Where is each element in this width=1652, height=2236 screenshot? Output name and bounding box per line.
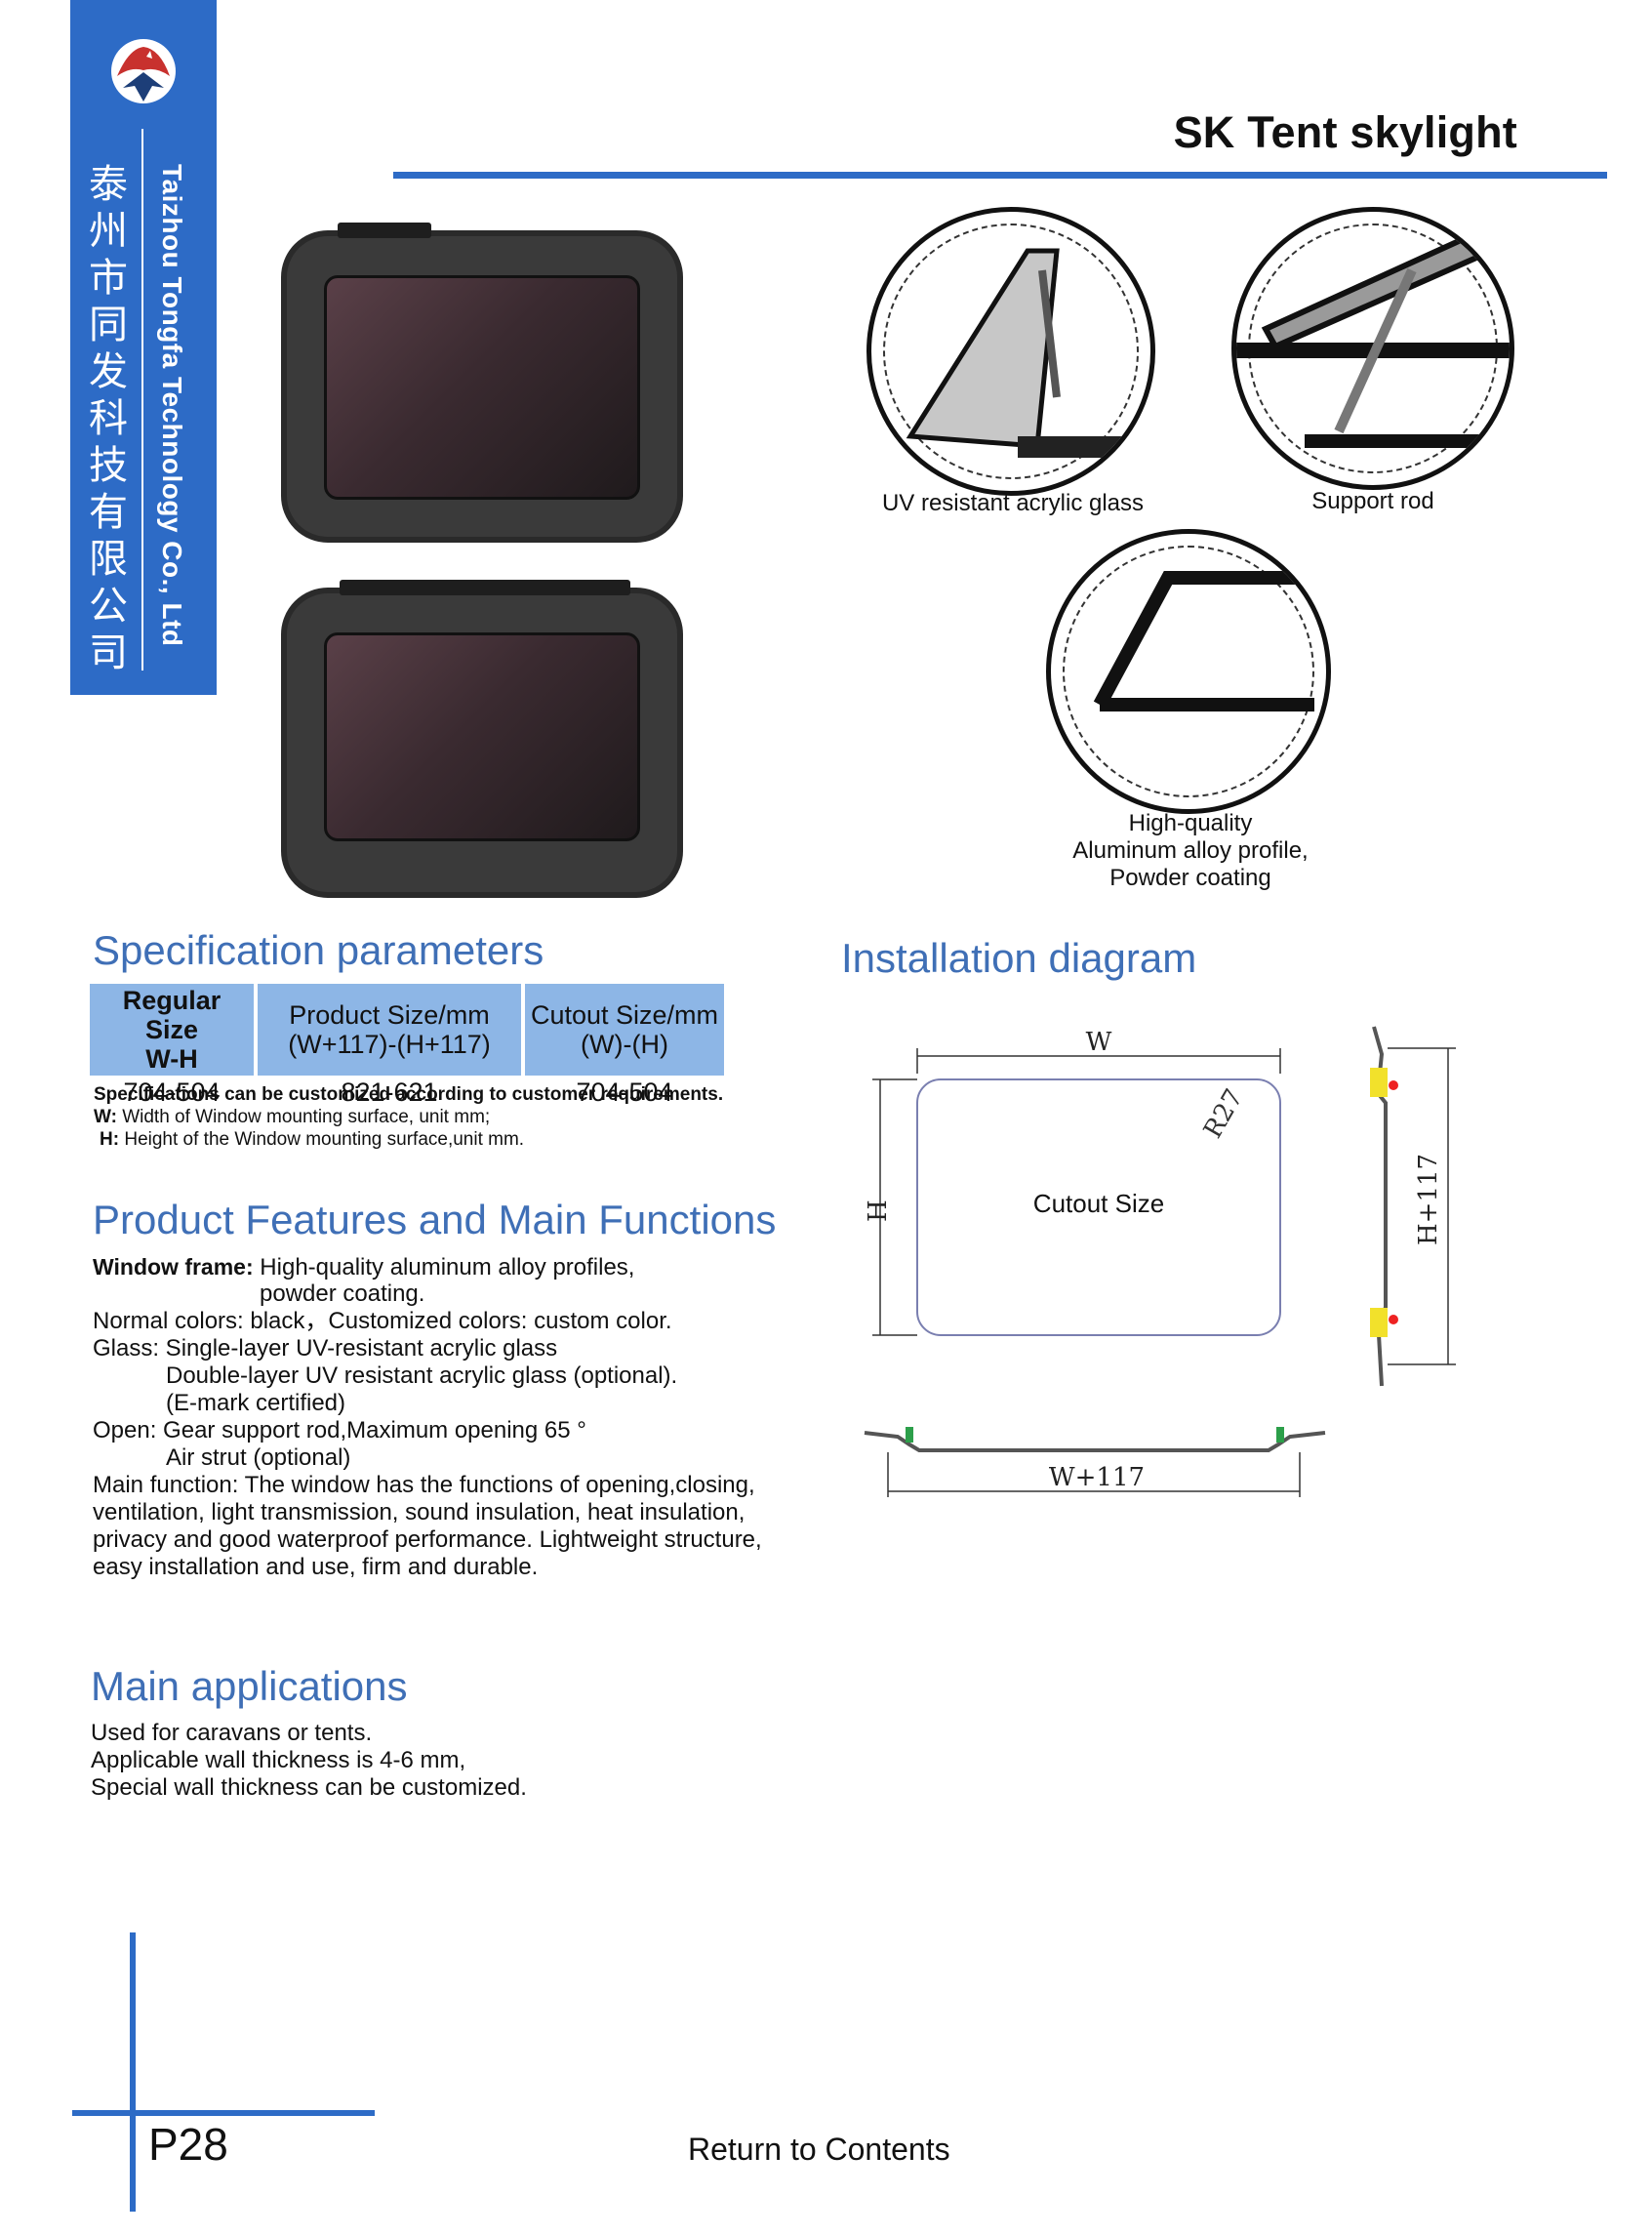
cutout-size-label: Cutout Size [1033,1189,1164,1218]
dim-h117-label: H+117 [1414,1154,1443,1245]
page-title: SK Tent skylight [1173,107,1517,157]
feature-open-2: Air strut (optional) [166,1444,351,1471]
installation-heading: Installation diagram [841,935,1197,981]
feature-main: Main function: The window has the functi… [93,1472,755,1498]
spec-col-product: Product Size/mm(W+117)-(H+117) [258,984,521,1076]
feature-colors: Normal colors: black，Customized colors: … [93,1308,672,1334]
application-line: Used for caravans or tents. [91,1720,373,1746]
installation-diagram: W H Cutout Size R27 H+117 W+117 [864,1026,1456,1497]
dim-w117-label: W+117 [1049,1463,1145,1492]
application-line: Special wall thickness can be customized… [91,1774,527,1801]
dim-w-label: W [1086,1028,1112,1057]
feature-main-line: easy installation and use, firm and dura… [93,1554,539,1580]
feature-open: Open: Gear support rod,Maximum opening 6… [93,1417,586,1443]
detail-rod-circle [1231,207,1514,490]
sidebar-divider [141,129,143,671]
feature-frame-2: powder coating. [260,1281,425,1307]
product-photo-closed [281,223,683,543]
support-rod-icon [1236,227,1510,448]
spec-heading: Specification parameters [93,927,544,973]
footer-vertical-rule [130,1932,136,2212]
acrylic-glass-icon [906,248,1125,458]
feature-glass-3: (E-mark certified) [166,1390,346,1416]
aluminum-profile-icon [1093,571,1314,711]
feature-main-line: ventilation, light transmission, sound i… [93,1499,745,1525]
footer-horizontal-rule [72,2110,375,2116]
page-number: P28 [148,2119,228,2170]
glass-caption: UV resistant acrylic glass [881,490,1145,516]
detail-profile-circle [1046,529,1331,814]
product-photo-open [281,580,683,898]
company-name-chinese: 泰州市同发科技有限公司 [89,162,128,675]
feature-glass: Glass: Single-layer UV-resistant acrylic… [93,1335,558,1362]
company-logo-icon [111,39,176,103]
spec-cell-cutout: 704-504 [576,1077,673,1107]
spec-cell-regular: 704-504 [123,1077,221,1107]
header-rule [393,172,1607,179]
spec-note-w: W: Width of Window mounting surface, uni… [94,1107,491,1127]
features-heading: Product Features and Main Functions [93,1197,777,1242]
application-line: Applicable wall thickness is 4-6 mm, [91,1747,466,1773]
spec-col-cutout: Cutout Size/mm(W)-(H) [525,984,724,1076]
applications-heading: Main applications [91,1663,408,1709]
company-name-english: Taizhou Tongfa Technology Co., Ltd [157,164,187,647]
spec-note-h: H: Height of the Window mounting surface… [100,1129,525,1150]
spec-cell-product: 821-621 [341,1077,438,1107]
detail-glass-circle [866,207,1155,496]
profile-caption: High-quality Aluminum alloy profile, Pow… [1072,810,1309,891]
feature-glass-2: Double-layer UV resistant acrylic glass … [166,1362,678,1389]
feature-main-line: privacy and good waterproof performance.… [93,1526,762,1553]
spec-note-custom: Specifications can be customized accordi… [94,1084,724,1105]
return-to-contents-link[interactable]: Return to Contents [688,2132,950,2167]
sidebar-banner [70,0,217,695]
rod-caption: Support rod [1311,488,1434,514]
dim-h-label: H [864,1199,893,1222]
table-row: 704-504 821-621 704-504 [90,1076,724,1109]
feature-frame: Window frame: High-quality aluminum allo… [93,1254,635,1281]
